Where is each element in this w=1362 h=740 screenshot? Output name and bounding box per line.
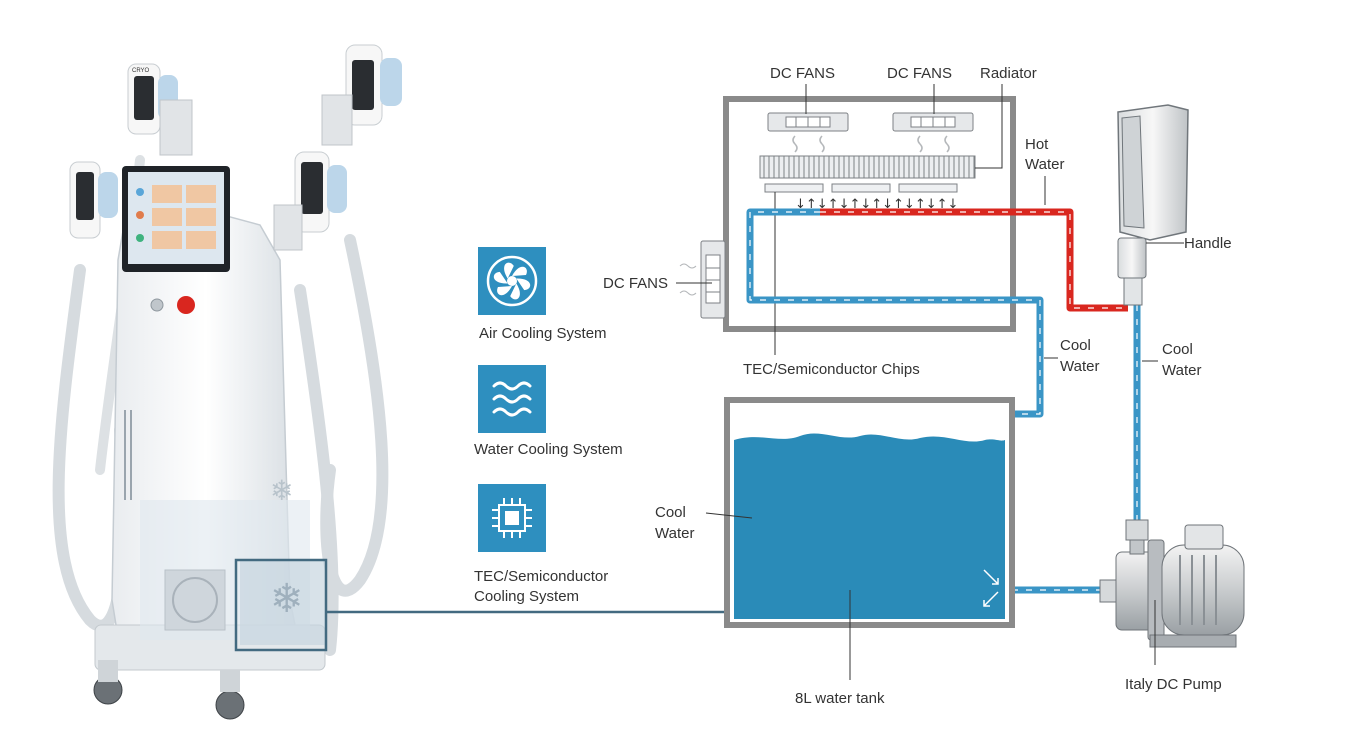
wheel-right-mount bbox=[220, 670, 240, 692]
tec-chips-label: TEC/Semiconductor Chips bbox=[743, 361, 920, 378]
tank-inlet-arrows bbox=[983, 569, 999, 607]
handpiece-mid-right bbox=[273, 151, 347, 251]
dc-fan-top-1 bbox=[767, 112, 849, 132]
legend-water-cooling: Water Cooling System bbox=[474, 365, 623, 458]
tank-label: 8L water tank bbox=[795, 690, 885, 707]
emergency-stop-button bbox=[177, 296, 195, 314]
hot-water-label-line2: Water bbox=[1025, 156, 1064, 173]
hot-water-label-line1: Hot bbox=[1025, 136, 1049, 153]
device-tank-highlight bbox=[234, 558, 328, 652]
cool-water-mid-label-line1: Cool bbox=[1060, 337, 1091, 354]
wheel-left-mount bbox=[98, 660, 118, 682]
cool-water-tank-label-line2: Water bbox=[655, 525, 694, 542]
snowflake-decoration-1: ❄ bbox=[270, 577, 304, 621]
radiator-label: Radiator bbox=[980, 65, 1037, 82]
waves-icon bbox=[492, 381, 532, 417]
cool-water-loop-flow bbox=[749, 211, 1041, 415]
legend-air-cooling: Air Cooling System bbox=[478, 247, 607, 342]
radiator-fins bbox=[759, 155, 976, 179]
dc-pump bbox=[1099, 519, 1245, 648]
cryolipolysis-device: ❄ ❄ CRYO bbox=[52, 44, 402, 720]
dc-fan-top-2 bbox=[892, 112, 974, 132]
water-cooling-label: Water Cooling System bbox=[474, 441, 623, 458]
airflow-lines bbox=[792, 135, 950, 153]
cool-water-mid-label-line2: Water bbox=[1060, 358, 1099, 375]
tec-arrows: ↓↑↓↑↓↑↓↑↓↑↓↑↓↑↓ bbox=[795, 197, 958, 212]
air-cooling-label: Air Cooling System bbox=[479, 325, 607, 342]
cool-water-tank-leader bbox=[705, 512, 753, 519]
dc-fans-top-2-label: DC FANS bbox=[887, 65, 952, 82]
wheel-right bbox=[215, 690, 245, 720]
dc-fan-side bbox=[679, 240, 726, 319]
device-tank-inner bbox=[240, 560, 325, 645]
cool-water-right-label-line2: Water bbox=[1162, 362, 1201, 379]
chip-icon bbox=[492, 498, 532, 538]
hot-water-pipe-flow bbox=[820, 211, 1128, 309]
device-screen-tiles bbox=[136, 185, 216, 249]
device-brand-label: CRYO bbox=[132, 68, 150, 74]
handpiece-top-right bbox=[321, 44, 402, 146]
dc-fans-top-1-label: DC FANS bbox=[770, 65, 835, 82]
device-grille bbox=[164, 569, 226, 631]
cool-water-tank-label-line1: Cool bbox=[655, 504, 686, 521]
tec-cooling-label-line1: TEC/Semiconductor bbox=[474, 568, 608, 585]
pump-label: Italy DC Pump bbox=[1125, 676, 1222, 693]
tec-cooling-label-line2: Cooling System bbox=[474, 588, 579, 605]
legend-tec-cooling: TEC/Semiconductor Cooling System bbox=[474, 484, 608, 605]
device-vents bbox=[124, 410, 132, 500]
handpiece-top-left: CRYO bbox=[127, 63, 193, 156]
water-cooling-icon-bg bbox=[478, 365, 546, 433]
tank-water bbox=[734, 433, 1005, 619]
fan-icon bbox=[486, 255, 538, 307]
power-knob bbox=[150, 298, 164, 312]
dc-fans-side-label: DC FANS bbox=[603, 275, 668, 292]
device-grille-fan bbox=[172, 577, 218, 623]
cool-water-right-label-line1: Cool bbox=[1162, 341, 1193, 358]
snowflake-decoration-2: ❄ bbox=[270, 475, 293, 506]
tec-plates bbox=[764, 183, 958, 193]
handpiece-mid-left bbox=[69, 161, 118, 239]
handpiece-handle bbox=[1117, 104, 1189, 306]
radiator-leader bbox=[975, 84, 1003, 169]
handle-label: Handle bbox=[1184, 235, 1232, 252]
